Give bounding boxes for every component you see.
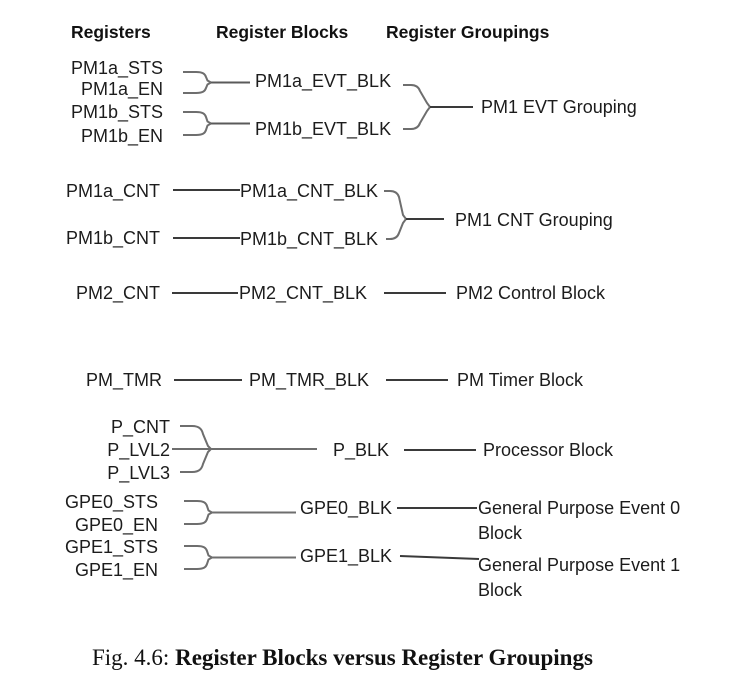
grouping-label-pm1-cnt: PM1 CNT Grouping	[455, 210, 613, 230]
register-label-pm-tmr: PM_TMR	[86, 370, 162, 390]
connector-brace-gpe1	[184, 545, 215, 570]
register-label-p-cnt: P_CNT	[110, 417, 170, 437]
register-label-pm1b-en: PM1b_EN	[80, 126, 163, 146]
register-label-gpe0-en: GPE0_EN	[74, 515, 158, 535]
block-label-pm1b-cnt-blk: PM1b_CNT_BLK	[240, 229, 379, 249]
grouping-label-pm-timer: PM Timer Block	[457, 370, 584, 390]
connector-brace-pm1b-evt	[183, 111, 214, 136]
register-label-gpe1-en: GPE1_EN	[74, 560, 158, 580]
block-label-gpe0-blk: GPE0_BLK	[300, 498, 393, 518]
connector-brace-pm1-evt-grouping	[403, 84, 432, 130]
figure-caption-title: Register Blocks versus Register Grouping…	[175, 645, 593, 670]
register-label-pm1b-cnt: PM1b_CNT	[65, 228, 160, 248]
figure-caption: Fig. 4.6: Register Blocks versus Registe…	[92, 645, 593, 670]
connector-line-gpe1-grouping	[399, 555, 480, 560]
register-label-pm1a-cnt: PM1a_CNT	[65, 181, 160, 201]
grouping-label-gpe1: General Purpose Event 1 Block	[478, 553, 680, 603]
grouping-label-gpe0-line2: Block	[478, 523, 523, 543]
register-label-gpe1-sts: GPE1_STS	[64, 537, 158, 557]
register-label-gpe0-sts: GPE0_STS	[64, 492, 158, 512]
block-label-gpe1-blk: GPE1_BLK	[300, 546, 393, 566]
connector-brace-pm1-cnt-grouping	[384, 190, 408, 240]
connector-brace-p-blk	[180, 425, 213, 473]
register-label-p-lvl2: P_LVL2	[107, 440, 170, 460]
block-label-pm1a-evt-blk: PM1a_EVT_BLK	[255, 71, 392, 91]
block-label-pm1a-cnt-blk: PM1a_CNT_BLK	[240, 181, 379, 201]
grouping-label-processor: Processor Block	[483, 440, 614, 460]
block-label-p-blk: P_BLK	[333, 440, 390, 460]
register-label-pm1a-sts: PM1a_STS	[70, 58, 163, 78]
column-header-registers: Registers	[71, 22, 151, 42]
block-label-pm2-cnt-blk: PM2_CNT_BLK	[239, 283, 368, 303]
block-label-pm1b-evt-blk: PM1b_EVT_BLK	[255, 119, 392, 139]
column-header-register-groupings: Register Groupings	[386, 22, 550, 42]
figure-caption-number: Fig. 4.6:	[92, 645, 170, 670]
grouping-label-pm2: PM2 Control Block	[456, 283, 606, 303]
grouping-label-pm1-evt: PM1 EVT Grouping	[481, 97, 637, 117]
register-label-p-lvl3: P_LVL3	[107, 463, 170, 483]
grouping-label-gpe1-line1: General Purpose Event 1	[478, 555, 681, 575]
register-label-pm1a-en: PM1a_EN	[80, 79, 163, 99]
connector-brace-pm1a-evt	[183, 71, 214, 94]
grouping-label-gpe0-line1: General Purpose Event 0	[478, 498, 681, 518]
column-header-register-blocks: Register Blocks	[216, 22, 349, 42]
register-label-pm2-cnt: PM2_CNT	[75, 283, 160, 303]
grouping-label-gpe1-line2: Block	[478, 580, 523, 600]
register-label-pm1b-sts: PM1b_STS	[70, 102, 163, 122]
connector-brace-gpe0	[184, 500, 215, 525]
grouping-label-gpe0: General Purpose Event 0 Block	[478, 496, 680, 546]
block-label-pm-tmr-blk: PM_TMR_BLK	[249, 370, 370, 390]
